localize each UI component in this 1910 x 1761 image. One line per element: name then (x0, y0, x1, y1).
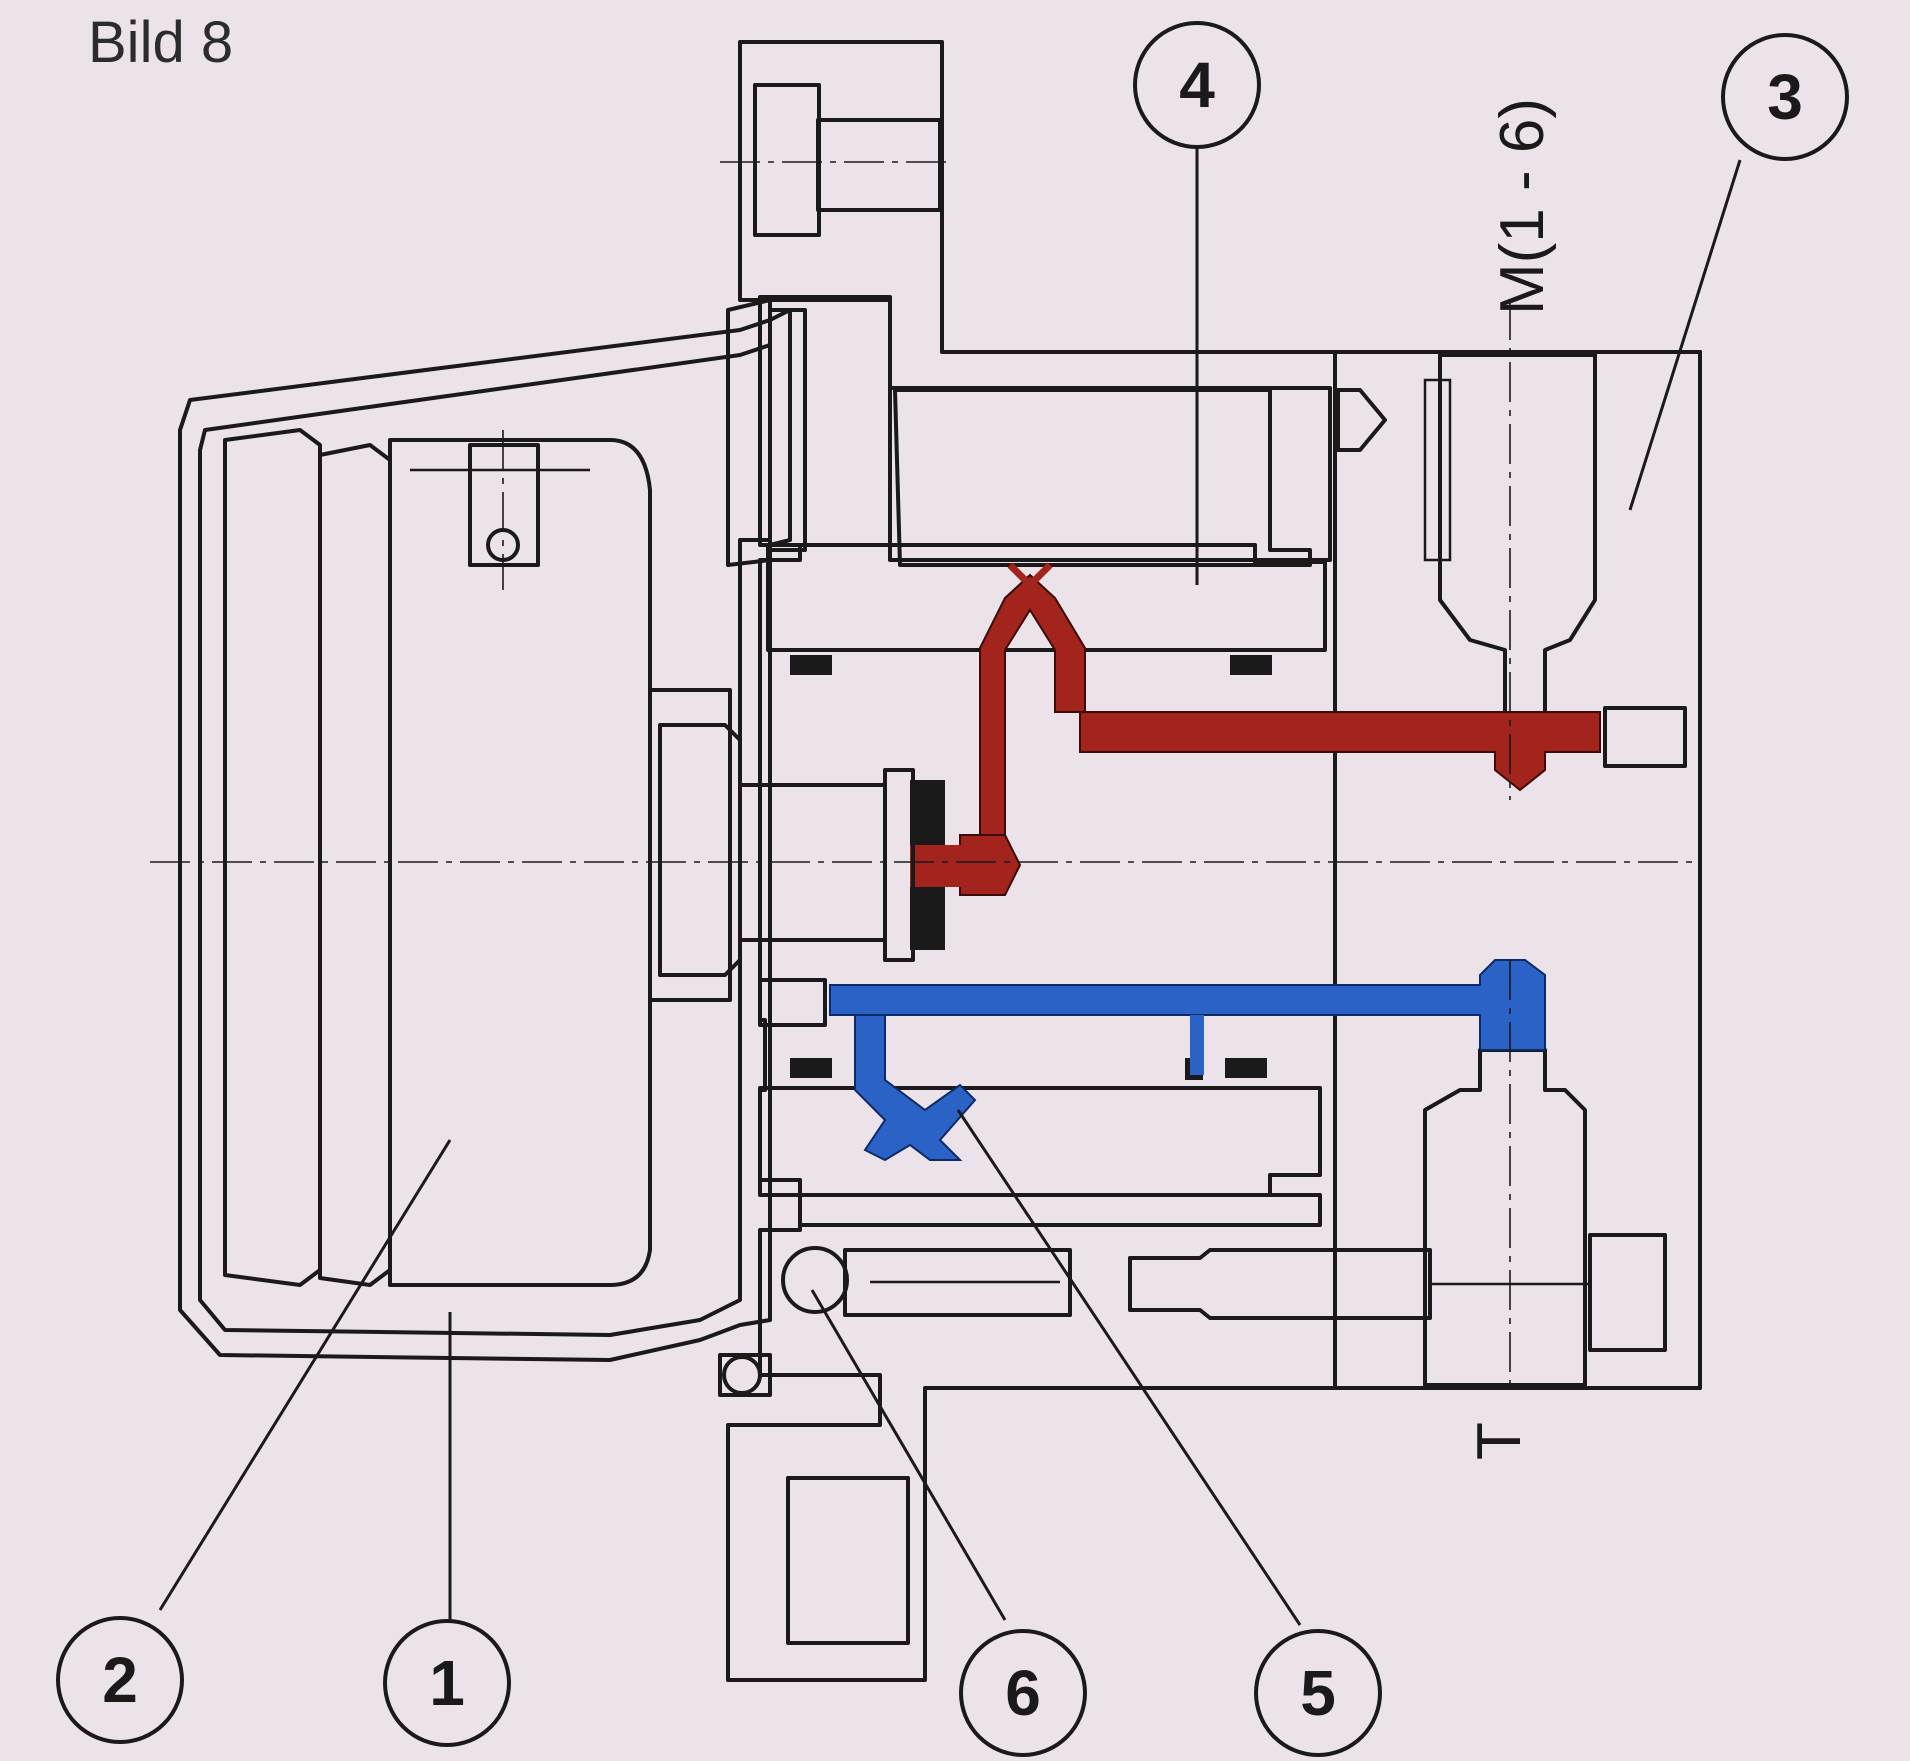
leader-lines (158, 140, 1742, 1626)
gauge-housing (178, 298, 807, 1362)
lower-clearance (798, 1193, 1322, 1227)
pressure-port-plug (1603, 706, 1687, 768)
callout-6: 6 (959, 1629, 1087, 1757)
pressure-channels (910, 562, 1601, 896)
tank-chamber (1423, 1048, 1587, 1387)
callout-1: 1 (383, 1619, 511, 1747)
pressure-port-label: M(1 - 6) (1488, 98, 1557, 315)
tank-port-plug (758, 978, 827, 1027)
callout-2: 2 (56, 1616, 184, 1744)
locking-screw (718, 1353, 772, 1397)
svg-text:1: 1 (429, 1647, 465, 1719)
lower-piston (758, 1086, 1322, 1197)
callout-5: 5 (1254, 1629, 1382, 1757)
tank-port-label: T (1465, 1422, 1534, 1460)
svg-text:3: 3 (1767, 61, 1803, 133)
svg-text:2: 2 (102, 1644, 138, 1716)
svg-text:5: 5 (1300, 1657, 1336, 1729)
svg-text:4: 4 (1179, 49, 1215, 121)
callout-3: 3 (1721, 33, 1849, 161)
figure-caption: Bild 8 (88, 10, 233, 75)
gauge-stem (648, 688, 915, 1002)
gauge-body (223, 428, 652, 1287)
svg-text:6: 6 (1005, 1657, 1041, 1729)
ball-plunger (781, 1246, 1072, 1317)
set-screw-top (1336, 388, 1387, 452)
pressure-chamber (1438, 353, 1597, 722)
tank-channels (829, 959, 1546, 1162)
callout-4: 4 (1133, 21, 1261, 149)
valve-block (1333, 350, 1702, 1390)
